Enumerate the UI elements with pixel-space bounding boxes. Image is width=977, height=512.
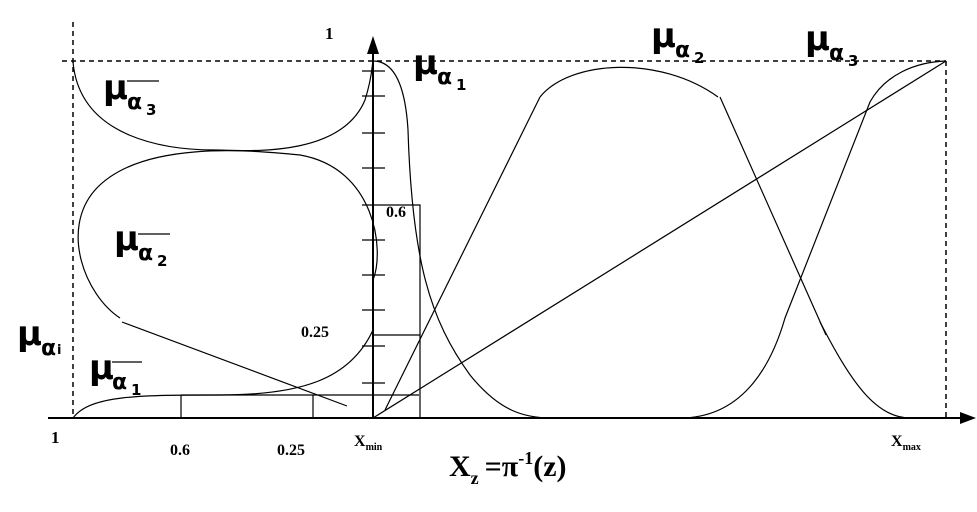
svg-text:μ: μ: [805, 19, 830, 59]
vertical-axis-arrow: [367, 36, 379, 54]
svg-text:α: α: [829, 41, 844, 66]
svg-text:α: α: [41, 336, 56, 361]
label-mu-alpha3: μ α 3: [805, 19, 858, 70]
svg-text:3: 3: [146, 101, 156, 119]
svg-text:μ: μ: [114, 219, 139, 259]
label-one-top: 1: [325, 24, 334, 43]
svg-text:μ: μ: [89, 348, 114, 388]
svg-text:2: 2: [157, 252, 167, 270]
svg-text:2: 2: [694, 49, 704, 67]
projection-0.6: [385, 204, 421, 418]
svg-text:μ: μ: [651, 16, 676, 56]
equation-label: Xz=π-1(z): [449, 448, 567, 488]
mu-alpha2-right-line: [719, 96, 827, 336]
mu-alpha2-right-tail: [819, 321, 946, 419]
mu-alpha1-curve: [372, 60, 680, 419]
label-mu-alpha3-bar: μ α 3: [103, 68, 159, 119]
svg-text:3: 3: [848, 52, 858, 70]
label-horizontal-0.6: 0.6: [170, 442, 190, 459]
label-mu-alpha1-bar: μ α 1: [89, 348, 142, 399]
svg-text:α: α: [112, 370, 127, 395]
svg-text:α: α: [127, 90, 142, 115]
label-mu-alpha1: μ α 1: [413, 43, 466, 94]
label-one-left: 1: [51, 428, 60, 447]
svg-text:α: α: [675, 38, 690, 63]
left-mu-alpha3-bar-curve: [72, 60, 374, 152]
label-horizontal-0.25: 0.25: [277, 442, 305, 459]
label-vertical-0.25: 0.25: [301, 324, 329, 341]
left-mu-alpha2-bar-curve: [77, 150, 378, 319]
svg-text:1: 1: [456, 76, 466, 94]
left-mu-alpha2-bar-line: [121, 321, 348, 407]
horizontal-axis-arrow: [960, 412, 976, 424]
mu-alpha2-curve: [539, 66, 719, 98]
svg-text:α: α: [138, 241, 153, 266]
label-mu-alpha2-bar: μ α 2: [114, 219, 170, 270]
label-x-min: Xmin: [354, 433, 383, 453]
label-mu-alpha2: μ α 2: [651, 16, 704, 67]
svg-text:1: 1: [131, 381, 141, 399]
mu-alpha2-left-line: [384, 96, 541, 411]
label-mu-alpha-i: μ α i: [17, 314, 61, 361]
svg-text:μ: μ: [413, 43, 438, 83]
svg-text:μ: μ: [103, 68, 128, 108]
linear-membership-line: [372, 60, 947, 419]
label-vertical-0.6: 0.6: [386, 204, 406, 221]
svg-text:α: α: [437, 65, 452, 90]
label-x-max: Xmax: [891, 433, 921, 453]
svg-text:μ: μ: [17, 314, 42, 354]
svg-text:i: i: [57, 343, 61, 358]
mu-alpha3-curve: [679, 60, 947, 419]
